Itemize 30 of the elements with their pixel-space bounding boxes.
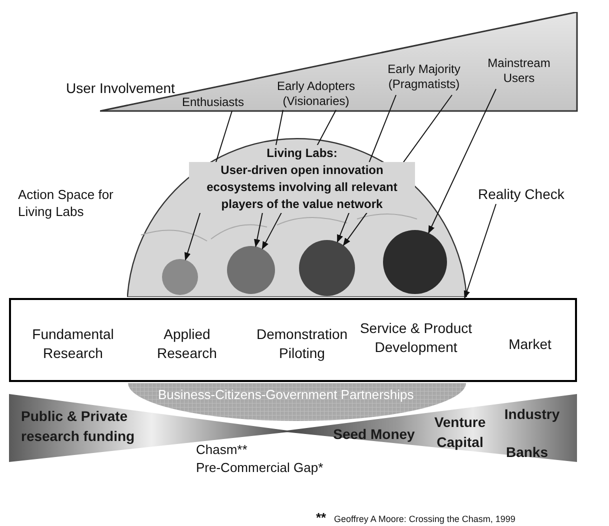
band-label: Business-Citizens-Government Partnerships bbox=[158, 386, 414, 404]
dome-description: User-driven open innovation ecosystems involving all relevant players of the value network bbox=[189, 162, 415, 213]
stage-label: Market bbox=[498, 334, 562, 354]
dome-heading: Living Labs: bbox=[266, 145, 338, 162]
user-group-label: Enthusiasts bbox=[180, 95, 246, 110]
arrow bbox=[336, 94, 396, 243]
user-group-label: Mainstream Users bbox=[484, 56, 554, 88]
stage-frame bbox=[9, 298, 577, 382]
stage-label: Fundamental Research bbox=[20, 324, 126, 364]
text-label: User Involvement bbox=[66, 79, 176, 98]
user-group-label: Early Adopters (Visionaries) bbox=[272, 79, 360, 109]
stage-label: Demonstration Piloting bbox=[246, 324, 358, 364]
funding-label: Banks bbox=[504, 443, 550, 462]
arrow bbox=[428, 88, 496, 234]
stage-label: Applied Research bbox=[140, 324, 234, 364]
text-label: Action Space for Living Labs bbox=[18, 186, 114, 220]
callout-label: Reality Check bbox=[478, 185, 574, 203]
user-group-label: Early Majority (Pragmatists) bbox=[384, 62, 464, 94]
funding-label: Public & Private research funding bbox=[21, 407, 136, 446]
footnote-mark: ** bbox=[316, 509, 326, 526]
arrow bbox=[184, 110, 232, 261]
footnote: Geoffrey A Moore: Crossing the Chasm, 1999 bbox=[334, 513, 516, 526]
text-label: Chasm** bbox=[196, 441, 248, 459]
text-label: Pre-Commercial Gap* bbox=[196, 459, 324, 477]
stage-label: Service & Product Development bbox=[358, 308, 474, 368]
funding-label: Industry bbox=[503, 405, 561, 424]
funding-label: Venture Capital bbox=[433, 413, 487, 452]
arrow bbox=[464, 204, 496, 299]
arrow bbox=[342, 94, 452, 246]
funding-label: Seed Money bbox=[332, 425, 416, 444]
